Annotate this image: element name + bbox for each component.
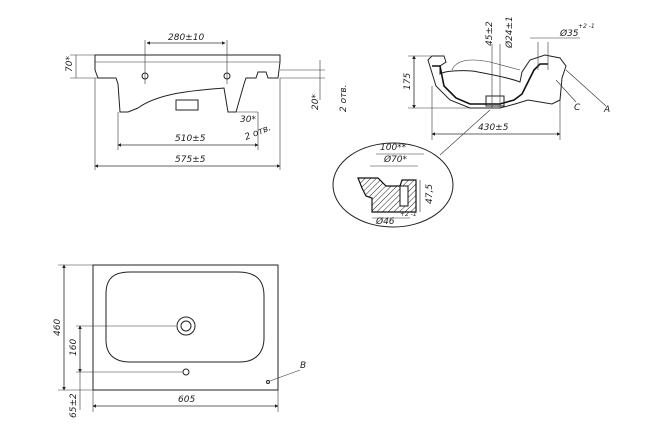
side-basin-outline — [427, 54, 567, 109]
front-dim-hole-spacing: 280±10 — [168, 33, 204, 43]
top-view: B 460 160 65±2 605 — [53, 264, 306, 418]
top-bowl-outline — [105, 271, 265, 363]
front-dim-side-holes: 2 отв. — [339, 84, 349, 112]
side-dim-height: 175 — [403, 73, 413, 90]
side-drain — [485, 95, 505, 107]
front-dim-height: 70* — [65, 56, 75, 72]
top-tap-hole — [182, 368, 190, 376]
detail-dim-height: 47,5 — [425, 184, 435, 204]
top-dim-width: 605 — [178, 395, 195, 405]
detail-dim-drain-tol: +2 -1 — [400, 211, 417, 218]
top-label-b: B — [300, 361, 306, 371]
detail-dim-dia: Ø70* — [383, 154, 408, 165]
top-dim-depth: 460 — [53, 319, 63, 336]
side-label-c: C — [574, 103, 581, 113]
front-dim-overall-width: 575±5 — [175, 155, 206, 165]
top-dim-edge: 65±2 — [69, 393, 79, 418]
front-drain — [175, 99, 199, 111]
detail-circle — [332, 142, 454, 228]
detail-dim-top: 100** — [380, 143, 407, 153]
front-dim-mount-width: 510±5 — [175, 134, 206, 144]
front-dim-angle: 30* — [240, 115, 256, 125]
top-dim-drain-offset: 160 — [69, 339, 79, 356]
detail-view: 100** Ø70* 47,5 Ø46 +2 -1 — [332, 142, 454, 228]
top-point-b — [266, 380, 270, 384]
top-drain-inner — [180, 320, 192, 332]
front-basin-outline — [94, 54, 281, 113]
side-dim-top3: Ø35 — [559, 28, 579, 39]
side-view: 45±2 Ø24±1 Ø35 +2 -1 175 430±5 C A — [403, 16, 610, 156]
detail-dim-drain: Ø46 — [375, 216, 395, 227]
side-label-a: A — [603, 105, 610, 115]
side-dim-top1: 45±2 — [485, 21, 495, 46]
front-dim-side-height: 20* — [311, 94, 321, 110]
side-dim-top3-tol: +2 -1 — [578, 23, 595, 30]
side-dim-top2: Ø24±1 — [504, 16, 515, 49]
side-dim-depth: 430±5 — [478, 123, 509, 133]
front-view: 280±10 70* 20* 2 отв. 30* 2 отв. 510±5 5… — [65, 33, 349, 170]
top-outer-rim — [92, 264, 279, 391]
top-drain-outer — [176, 316, 196, 336]
